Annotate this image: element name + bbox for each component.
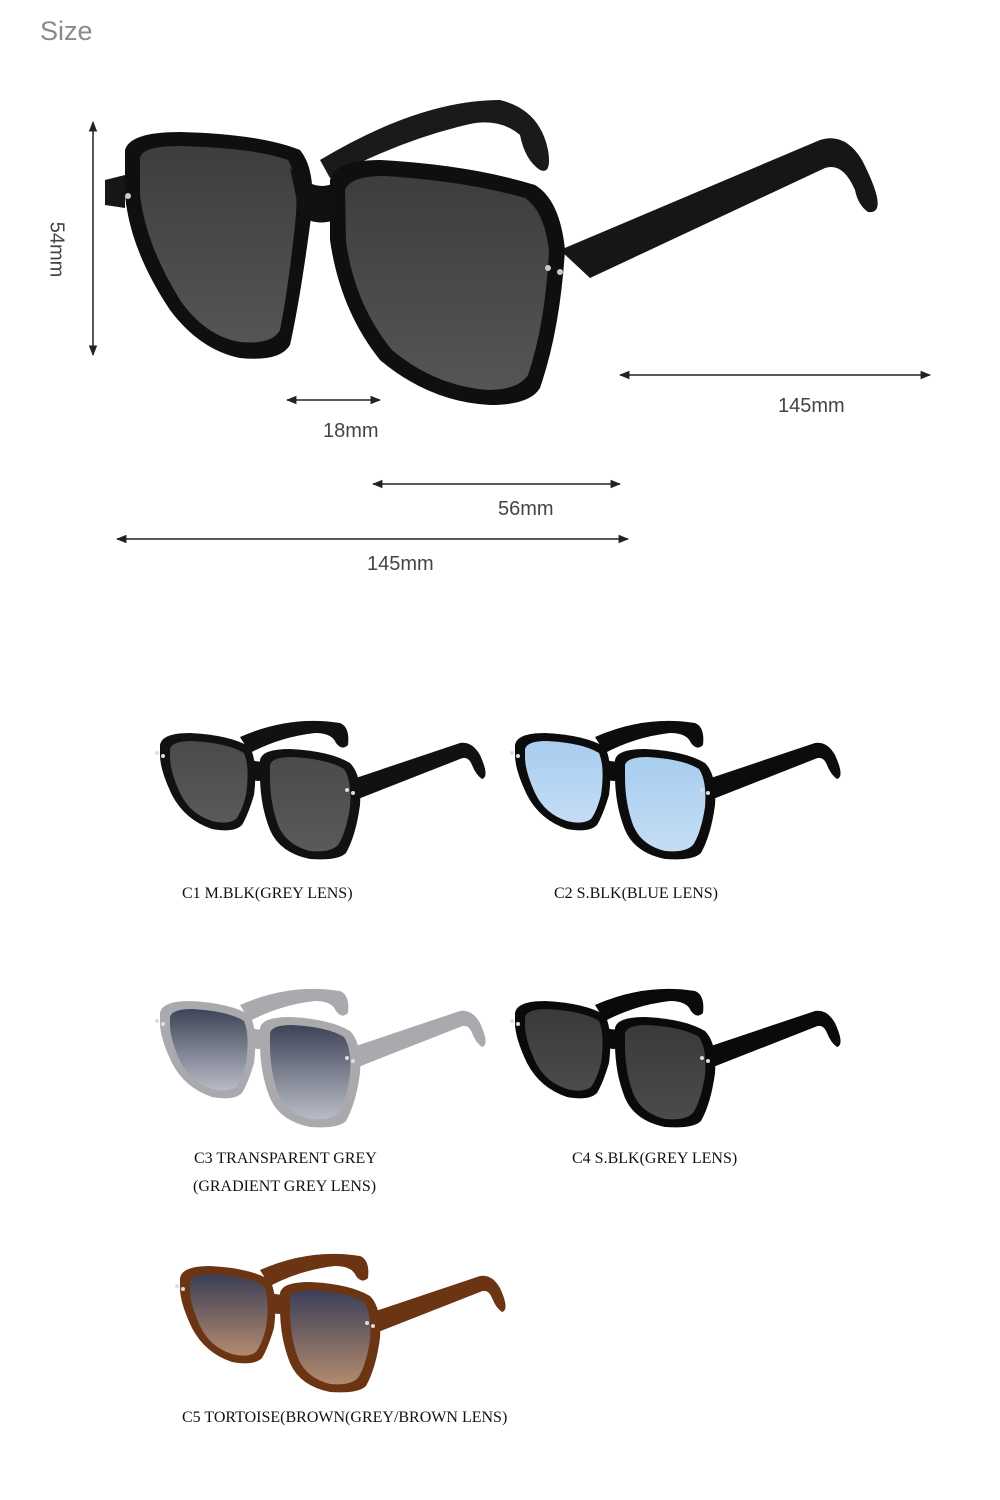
variant-label-c5: C5 TORTOISE(BROWN(GREY/BROWN LENS) [182, 1409, 508, 1426]
variant-label-c3-line1: C3 TRANSPARENT GREY [194, 1150, 377, 1167]
left-lens [140, 146, 297, 343]
variant-label-c3-line2: (GRADIENT GREY LENS) [193, 1178, 377, 1195]
variant-label-c4: C4 S.BLK(GREY LENS) [572, 1150, 738, 1167]
variant-sunglasses-c2 [510, 720, 841, 860]
near-temple [560, 138, 878, 278]
variant-sunglasses-c5 [175, 1253, 506, 1393]
variant-label-c1: C1 M.BLK(GREY LENS) [182, 885, 353, 902]
frame-width-dimension-label: 145mm [367, 553, 434, 575]
temple-dimension-label: 145mm [778, 395, 845, 417]
variant-label-c2: C2 S.BLK(BLUE LENS) [554, 885, 718, 902]
lens-width-dimension-label: 56mm [498, 498, 554, 520]
main-sunglasses-diagram [88, 100, 932, 544]
right-lens [345, 176, 549, 390]
variant-sunglasses-c4 [510, 988, 841, 1128]
far-temple [320, 100, 549, 178]
height-dimension-label: 54mm [45, 221, 68, 278]
variant-sunglasses-c1 [155, 720, 486, 860]
variant-sunglasses-c3 [155, 988, 486, 1128]
page-title: Size [40, 16, 93, 46]
bridge-dimension-label: 18mm [323, 420, 379, 442]
